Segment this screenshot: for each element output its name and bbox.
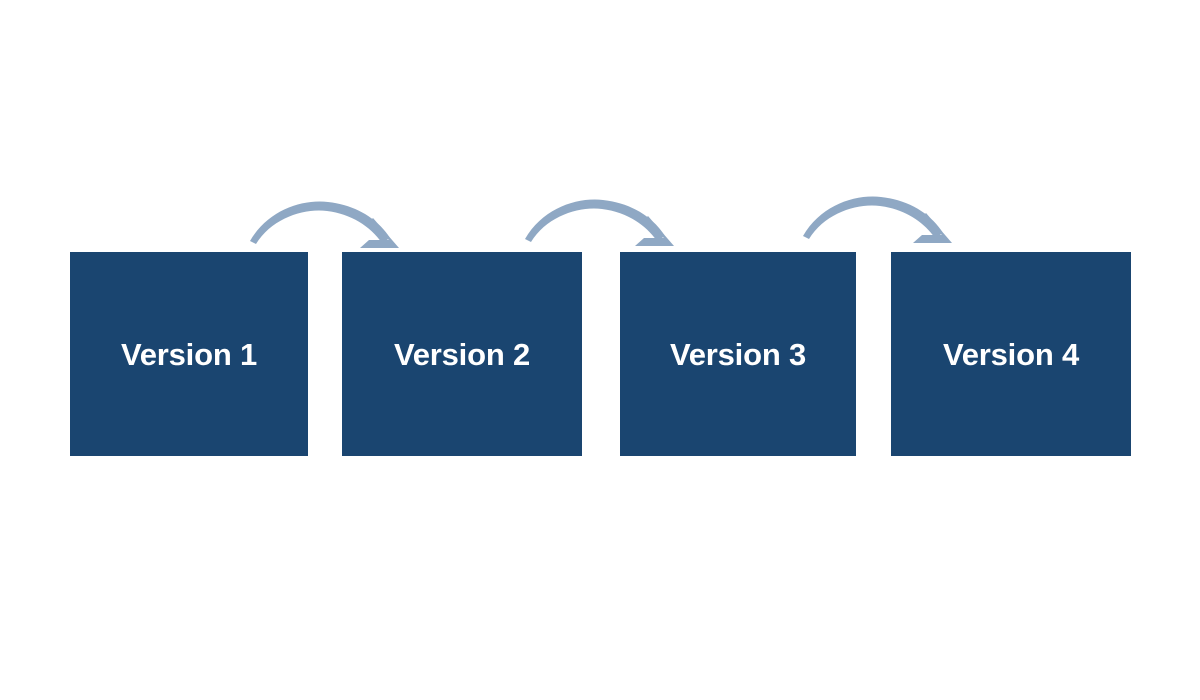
version-box-3-label: Version 3 — [669, 336, 807, 372]
version-box-2-label: Version 2 — [393, 336, 531, 372]
version-box-4[interactable]: Version 4 — [891, 252, 1131, 456]
arrow-icon-2-to-3[interactable] — [525, 199, 674, 246]
version-box-3[interactable]: Version 3 — [620, 252, 856, 456]
arrow-icon-1-to-2[interactable] — [250, 201, 399, 248]
version-box-1[interactable]: Version 1 — [70, 252, 308, 456]
arrow-icon-3-to-4[interactable] — [803, 196, 952, 243]
version-box-1-label: Version 1 — [120, 336, 258, 372]
version-box-2[interactable]: Version 2 — [342, 252, 582, 456]
version-box-4-label: Version 4 — [942, 336, 1080, 372]
